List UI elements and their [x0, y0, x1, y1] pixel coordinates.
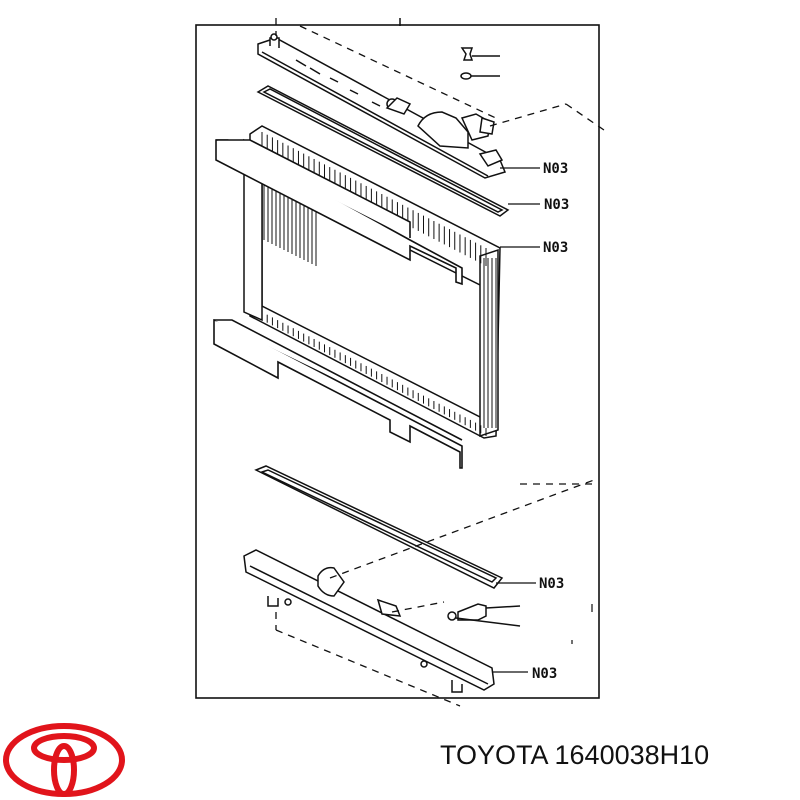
callout-label: N03	[543, 240, 568, 256]
diagram-frame	[195, 24, 600, 699]
leader-lines	[492, 167, 540, 673]
callout-label: N03	[544, 197, 569, 213]
callout-label: N03	[532, 666, 557, 682]
bolt-icon	[460, 47, 500, 80]
dashed-guide-lines	[275, 18, 605, 707]
lower-gasket	[254, 465, 504, 589]
upper-gasket	[256, 85, 510, 217]
upper-tank	[257, 33, 507, 179]
lower-tank	[243, 549, 495, 693]
lower-foam-seal	[213, 318, 463, 469]
part-number-caption: TOYOTA 1640038H10	[440, 740, 710, 770]
callout-label: N03	[539, 576, 564, 592]
toyota-logo-icon	[3, 723, 125, 797]
callout-label: N03	[543, 161, 568, 177]
drain-cock-icon	[447, 603, 521, 627]
upper-foam-seal	[215, 139, 463, 286]
